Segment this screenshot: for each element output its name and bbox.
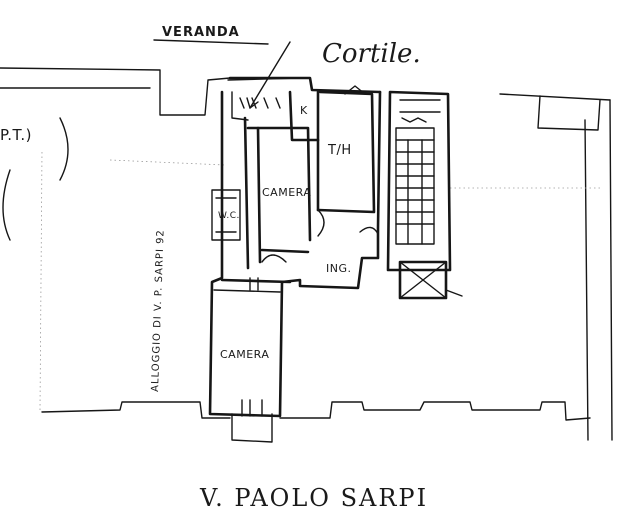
- k-label: K: [300, 104, 308, 117]
- apartment-walls: [208, 76, 382, 443]
- alloggio-label: ALLOGGIO DI V. P. SARPI 92: [150, 229, 167, 392]
- street-label: V. PAOLO SARPI: [199, 484, 428, 512]
- building-outline: [0, 67, 613, 441]
- stairwell: [386, 90, 463, 300]
- cortile-label: Cortile.: [322, 39, 421, 69]
- left-bracket: [2, 117, 69, 241]
- veranda-label: VERANDA: [162, 25, 240, 40]
- camera-upper-label: CAMERA: [262, 186, 311, 199]
- th-label: T/H: [327, 143, 352, 158]
- ing-label: ING.: [326, 262, 352, 275]
- wc-label: W.C.: [218, 211, 240, 221]
- partial-left-label: P.T.): [0, 126, 32, 144]
- camera-lower-label: CAMERA: [220, 348, 269, 361]
- veranda-arrow: [153, 39, 291, 109]
